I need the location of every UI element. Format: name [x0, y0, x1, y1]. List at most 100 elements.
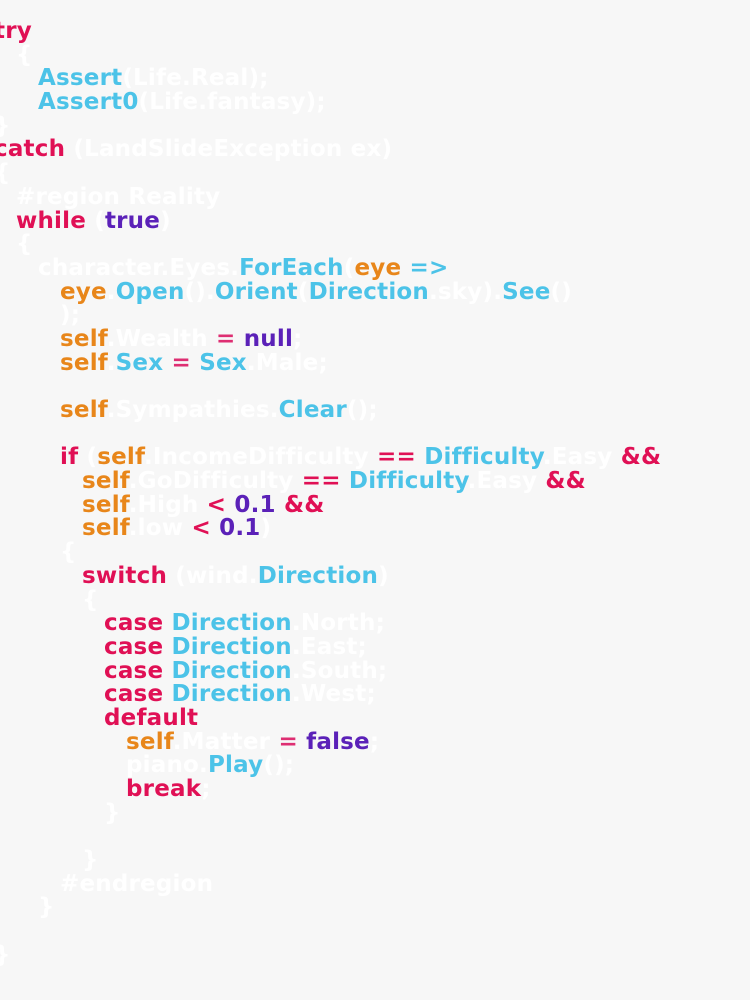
code-token: self	[60, 397, 107, 423]
code-token: Male	[255, 349, 319, 376]
code-line	[0, 375, 750, 399]
code-line: self.Matter = false;	[0, 728, 750, 755]
code-line: }	[0, 114, 750, 139]
code-token: eye	[354, 254, 402, 281]
code-token: )	[260, 515, 272, 542]
code-token: wind	[185, 562, 249, 589]
code-token: .	[106, 397, 116, 423]
code-line: character.Eyes.ForEach(eye =>	[0, 254, 750, 281]
code-token: South	[300, 657, 378, 684]
code-token: .	[291, 633, 301, 660]
code-token: ;	[284, 752, 295, 779]
code-token: Sex	[199, 349, 247, 376]
code-line: try	[0, 18, 750, 44]
code-token: ;	[259, 65, 269, 92]
code-token: Sex	[115, 349, 164, 376]
code-token: }	[104, 799, 121, 826]
code-token: self	[97, 444, 144, 471]
code-token: Direction	[171, 657, 292, 684]
code-token: (	[122, 65, 134, 92]
code-token: ;	[377, 657, 388, 684]
code-token: {	[0, 160, 11, 186]
code-token: Play	[207, 752, 264, 779]
code-line: self.Sympathies.Clear();	[0, 397, 750, 423]
code-line: Assert(Life.Real);	[0, 67, 750, 91]
code-token: fantasy	[207, 89, 306, 116]
code-token: .	[172, 728, 182, 755]
code-token: .	[106, 349, 116, 376]
code-token: Clear	[278, 397, 347, 423]
code-token: }	[82, 847, 99, 874]
code-token: false	[306, 728, 370, 755]
code-token: ;	[368, 397, 378, 423]
code-token: .	[128, 515, 138, 542]
code-line: piano.Play();	[0, 752, 750, 779]
code-token: catch	[0, 136, 66, 163]
code-token: ;	[366, 681, 376, 708]
preprocessor-directive: #endregion	[60, 870, 214, 897]
code-token: North	[300, 610, 376, 637]
code-token: ex	[350, 136, 382, 163]
code-token: eye	[60, 278, 107, 305]
code-token: Real	[190, 65, 249, 92]
code-token: (	[94, 207, 105, 234]
code-token: ;	[70, 302, 81, 329]
code-token: .	[106, 325, 116, 352]
code-token: try	[0, 18, 32, 44]
code-token: .	[246, 349, 256, 376]
code-token: &&	[620, 444, 662, 471]
code-line: {	[0, 231, 750, 258]
code-token: .	[467, 468, 477, 495]
code-token: true	[104, 207, 161, 234]
code-line: switch (wind.Direction)	[0, 562, 750, 589]
code-token: )	[357, 397, 369, 423]
code-token: Easy	[476, 468, 538, 495]
code-token: Orient	[214, 278, 298, 305]
code-token: self	[60, 325, 107, 352]
code-line: }	[0, 799, 750, 826]
code-token: 0.1	[219, 515, 261, 542]
code-line: if (self.IncomeDifficulty == Difficulty.…	[0, 446, 750, 470]
code-token: self	[82, 468, 129, 495]
code-line: case Direction.South;	[0, 657, 750, 684]
code-token: .	[160, 254, 170, 281]
code-token: .	[493, 278, 503, 305]
code-line	[0, 920, 750, 944]
code-line: self.low < 0.1)	[0, 517, 750, 541]
code-token: .	[428, 278, 438, 305]
code-token: ==	[301, 468, 341, 495]
code-token: ;	[201, 776, 211, 802]
code-line: {	[0, 160, 750, 186]
code-token: .	[205, 278, 215, 305]
code-token: .	[182, 65, 191, 92]
code-token: ;	[318, 349, 328, 376]
code-token: .	[291, 681, 301, 708]
code-token: .	[198, 89, 208, 116]
code-token: (	[263, 752, 275, 779]
code-token: .	[291, 657, 301, 684]
code-token: case	[104, 657, 164, 684]
code-line: case Direction.North;	[0, 610, 750, 637]
code-line: case Direction.West;	[0, 681, 750, 708]
code-token: character	[38, 254, 161, 281]
code-token: {	[16, 231, 33, 258]
code-token: &&	[283, 491, 325, 518]
code-token: East	[300, 633, 358, 660]
code-line: );	[0, 302, 750, 329]
code-token: )	[248, 65, 260, 92]
code-token: )	[378, 562, 389, 589]
code-line: case Direction.East;	[0, 633, 750, 660]
code-token: ;	[375, 610, 385, 637]
code-token: Open	[115, 278, 185, 305]
code-token: .	[106, 278, 116, 305]
code-token: )	[561, 278, 572, 305]
code-line: self.High < 0.1 &&	[0, 491, 750, 518]
code-token: ;	[316, 89, 326, 116]
code-line: break;	[0, 776, 750, 802]
code-token: self	[82, 491, 129, 518]
code-token: .	[248, 562, 258, 589]
code-token: Easy	[551, 444, 613, 471]
code-token: (	[73, 136, 85, 163]
code-token: Eyes	[169, 254, 231, 281]
code-token: if	[60, 444, 79, 471]
